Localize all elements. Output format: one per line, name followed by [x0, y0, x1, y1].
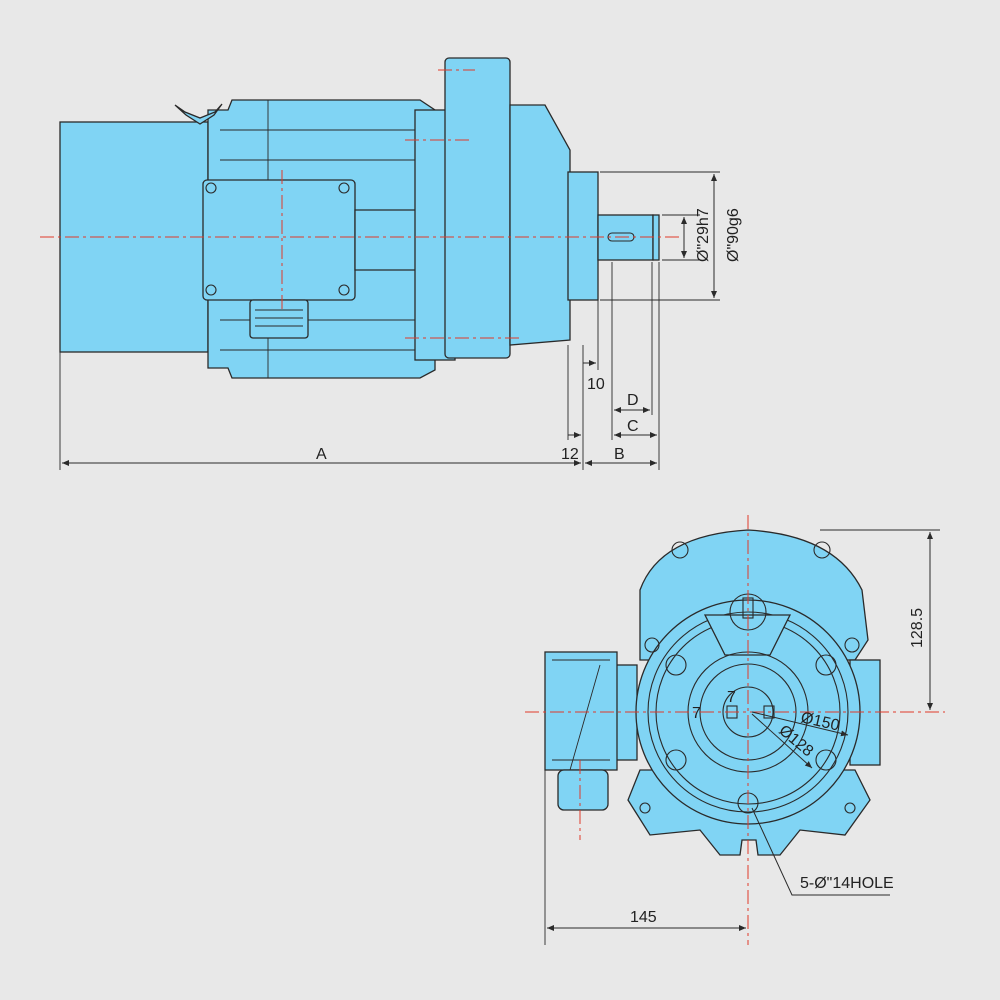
cable-gland: [249, 299, 309, 339]
terminal-box: [202, 179, 356, 301]
shaft-diameter-label: Ø"29h7: [695, 208, 712, 262]
cable-gland-front: [557, 769, 609, 811]
dim-A-label: A: [316, 446, 327, 463]
dim-10-label: 10: [587, 376, 605, 393]
dim-D-label: D: [627, 392, 639, 409]
hole-note-label: 5-Ø"14HOLE: [800, 875, 894, 892]
terminal-box-front: [544, 651, 618, 771]
dim-C-label: C: [627, 418, 639, 435]
pilot-diameter-label: Ø"90g6: [725, 208, 742, 262]
height-128-5-label: 128.5: [909, 608, 926, 648]
gear-housing: [509, 104, 571, 346]
pilot: [567, 171, 599, 301]
width-145-label: 145: [630, 909, 657, 926]
gear-flange: [444, 57, 511, 359]
dim-12-label: 12: [561, 446, 579, 463]
key-width-label: 7: [727, 689, 736, 706]
key-depth-label: 7: [692, 705, 701, 722]
front-view: Ø150 Ø128 7 7 128.5 145 5-Ø"14HOLE: [525, 515, 945, 945]
eye-bolt-icon: [174, 103, 223, 125]
terminal-screws: [205, 182, 350, 296]
keyway: [607, 232, 635, 242]
dim-B-label: B: [614, 446, 625, 463]
side-view: A 12 B C D 10 Ø"29h7 Ø"90g6: [40, 57, 742, 470]
